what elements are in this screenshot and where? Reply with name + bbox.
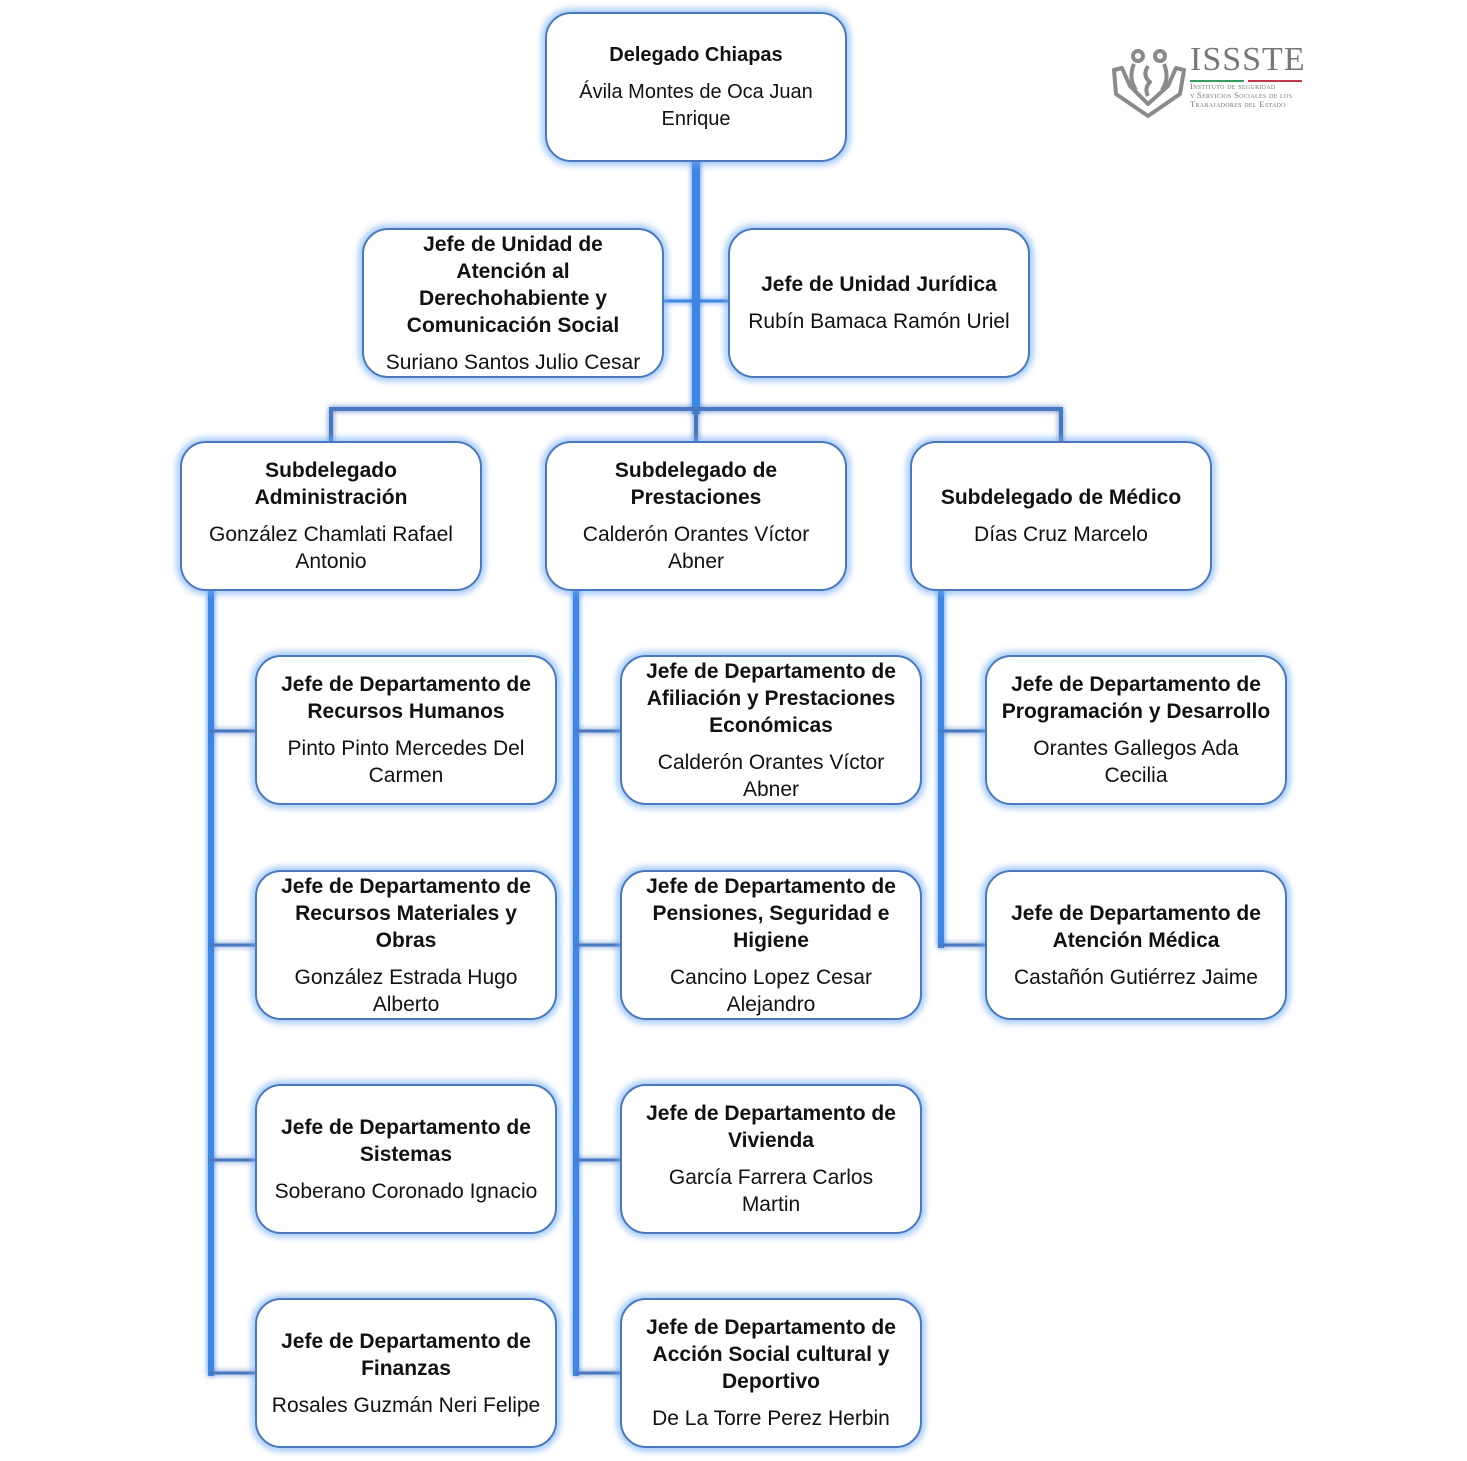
department-box: Jefe de Departamento de Programación y D… (985, 655, 1287, 805)
department-box: Jefe de Departamento de Afiliación y Pre… (620, 655, 922, 805)
logo-line-3: Trabajadores del Estado (1190, 99, 1286, 109)
staff-box-atencion: Jefe de Unidad de Atención al Derechohab… (362, 228, 664, 378)
subdelegado-box-medico: Subdelegado de Médico Días Cruz Marcelo (910, 441, 1212, 591)
department-box: Jefe de Departamento de Sistemas Soberan… (255, 1084, 557, 1234)
position-title: Jefe de Departamento de Recursos Humanos (281, 673, 531, 723)
position-title: Subdelegado de Prestaciones (614, 459, 778, 509)
department-box: Jefe de Departamento de Finanzas Rosales… (255, 1298, 557, 1448)
person-name: Rosales Guzmán Neri Felipe (271, 1393, 541, 1417)
person-name: González Chamlati Rafael Antonio (209, 523, 453, 573)
person-name: Calderón Orantes Víctor Abner (582, 523, 810, 573)
person-name: Suriano Santos Julio Cesar (385, 350, 641, 374)
person-name: Calderón Orantes Víctor Abner (657, 750, 885, 801)
delegado-box: Delegado Chiapas Ávila Montes de Oca Jua… (545, 12, 847, 162)
position-title: Subdelegado Administración (254, 459, 408, 509)
issste-logo: ISSSTE Instituto de seguridad y Servicio… (1190, 42, 1306, 109)
position-title: Jefe de Departamento de Acción Social cu… (646, 1316, 896, 1393)
person-name: Castañón Gutiérrez Jaime (1014, 965, 1258, 989)
person-name: Rubín Bamaca Ramón Uriel (748, 310, 1010, 333)
department-box: Jefe de Departamento de Recursos Materia… (255, 870, 557, 1020)
person-name: Ávila Montes de Oca Juan Enrique (579, 80, 813, 130)
subdelegado-box-administracion: Subdelegado Administración González Cham… (180, 441, 482, 591)
position-title: Jefe de Departamento de Atención Médica (1011, 901, 1261, 952)
hands-family-icon (1112, 49, 1186, 118)
logo-line-2: y Servicios Sociales de los (1190, 90, 1293, 100)
department-box: Jefe de Departamento de Acción Social cu… (620, 1298, 922, 1448)
person-name: Soberano Coronado Ignacio (274, 1179, 538, 1203)
department-box: Jefe de Departamento de Recursos Humanos… (255, 655, 557, 805)
position-title: Jefe de Departamento de Recursos Materia… (281, 874, 531, 952)
position-title: Subdelegado de Médico (940, 486, 1182, 509)
person-name: De La Torre Perez Herbin (652, 1407, 890, 1430)
department-box: Jefe de Departamento de Atención Médica … (985, 870, 1287, 1020)
logo-line-1: Instituto de seguridad (1190, 81, 1276, 91)
person-name: García Farrera Carlos Martin (668, 1166, 874, 1216)
position-title: Jefe de Unidad de Atención al Derechohab… (406, 232, 620, 337)
position-title: Jefe de Departamento de Programación y D… (1001, 673, 1271, 723)
subdelegado-box-prestaciones: Subdelegado de Prestaciones Calderón Ora… (545, 441, 847, 591)
department-box: Jefe de Departamento de Pensiones, Segur… (620, 870, 922, 1020)
person-name: Cancino Lopez Cesar Alejandro (670, 965, 872, 1016)
position-title: Jefe de Departamento de Vivienda (646, 1102, 896, 1152)
person-name: González Estrada Hugo Alberto (294, 965, 518, 1016)
position-title: Jefe de Departamento de Pensiones, Segur… (646, 874, 896, 952)
person-name: Orantes Gallegos Ada Cecilia (1033, 737, 1239, 787)
person-name: Días Cruz Marcelo (974, 523, 1148, 546)
position-title: Jefe de Departamento de Sistemas (281, 1115, 531, 1166)
position-title: Jefe de Unidad Jurídica (761, 273, 997, 296)
department-box: Jefe de Departamento de Vivienda García … (620, 1084, 922, 1234)
staff-box-juridica: Jefe de Unidad Jurídica Rubín Bamaca Ram… (728, 228, 1030, 378)
person-name: Pinto Pinto Mercedes Del Carmen (287, 737, 525, 787)
logo-acronym: ISSSTE (1190, 41, 1306, 78)
position-title: Jefe de Departamento de Afiliación y Pre… (646, 659, 896, 737)
position-title: Jefe de Departamento de Finanzas (281, 1329, 531, 1380)
logo-color-bars (1190, 80, 1306, 82)
position-title: Delegado Chiapas (609, 43, 783, 66)
